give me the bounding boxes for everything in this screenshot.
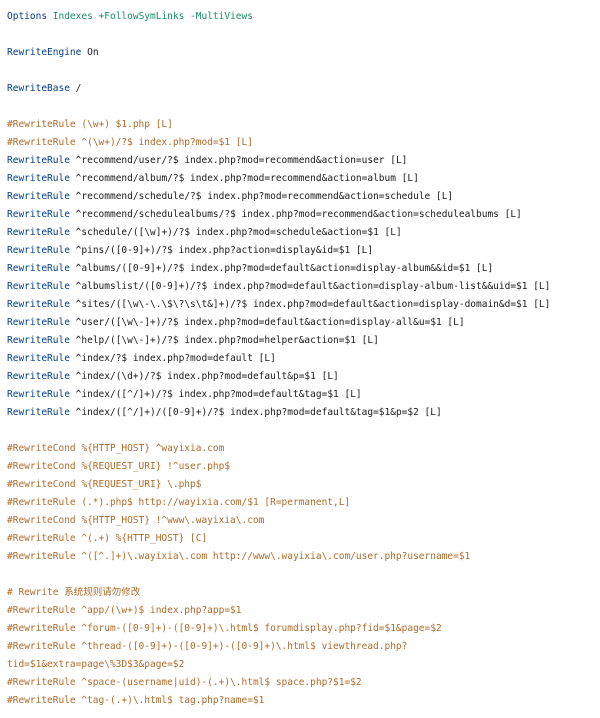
comment-line: #RewriteRule (.*).php$ http://wayixia.co… bbox=[7, 494, 600, 512]
directive-line: RewriteRule ^recommend/schedulealbums/?$… bbox=[7, 206, 600, 224]
directive-line: RewriteRule ^schedule/([\w]+)/?$ index.p… bbox=[7, 224, 600, 242]
directive-keyword: RewriteRule bbox=[7, 209, 70, 220]
directive-arguments: ^sites/([\w\-\.\$\?\s\t&]+)/?$ index.php… bbox=[75, 299, 551, 310]
directive-keyword: RewriteRule bbox=[7, 299, 70, 310]
directive-arguments: ^index/?$ index.php?mod=default [L] bbox=[75, 353, 276, 364]
directive-line: RewriteRule ^index/([^/]+)/([0-9]+)/?$ i… bbox=[7, 404, 600, 422]
directive-keyword: RewriteRule bbox=[7, 407, 70, 418]
directive-line: RewriteRule ^albums/([0-9]+)/?$ index.ph… bbox=[7, 260, 600, 278]
directive-keyword: RewriteRule bbox=[7, 173, 70, 184]
directive-keyword: RewriteRule bbox=[7, 335, 70, 346]
directive-arguments: ^albums/([0-9]+)/?$ index.php?mod=defaul… bbox=[75, 263, 494, 274]
directive-keyword: Options bbox=[7, 11, 48, 22]
directive-keyword: RewriteBase bbox=[7, 83, 70, 94]
comment-line: #RewriteCond %{REQUEST_URI} \.php$ bbox=[7, 476, 600, 494]
comment-text: #RewriteRule ^app/(\w+)$ index.php?app=$… bbox=[7, 605, 242, 616]
directive-line: RewriteRule ^index/(\d+)/?$ index.php?mo… bbox=[7, 368, 600, 386]
directive-keyword: RewriteRule bbox=[7, 389, 70, 400]
directive-line: RewriteBase / bbox=[7, 80, 600, 98]
directive-arguments: ^user/([\w\-]+)/?$ index.php?mod=default… bbox=[75, 317, 465, 328]
comment-text: #RewriteRule ^forum-([0-9]+)-([0-9]+)\.h… bbox=[7, 623, 442, 634]
comment-line: #RewriteRule ^app/(\w+)$ index.php?app=$… bbox=[7, 602, 600, 620]
directive-arguments: ^recommend/user/?$ index.php?mod=recomme… bbox=[75, 155, 408, 166]
directive-keyword: RewriteRule bbox=[7, 353, 70, 364]
comment-text: #RewriteCond %{REQUEST_URI} \.php$ bbox=[7, 479, 202, 490]
directive-arguments: ^index/([^/]+)/?$ index.php?mod=default&… bbox=[75, 389, 362, 400]
directive-keyword: RewriteRule bbox=[7, 263, 70, 274]
directive-line: RewriteRule ^index/([^/]+)/?$ index.php?… bbox=[7, 386, 600, 404]
comment-text: #RewriteRule ^(.+) %{HTTP_HOST} [C] bbox=[7, 533, 208, 544]
directive-keyword: RewriteRule bbox=[7, 317, 70, 328]
directive-line: RewriteRule ^recommend/schedule/?$ index… bbox=[7, 188, 600, 206]
blank-line bbox=[7, 98, 600, 116]
directive-line: RewriteRule ^help/([\w\-]+)/?$ index.php… bbox=[7, 332, 600, 350]
directive-line: RewriteRule ^sites/([\w\-\.\$\?\s\t&]+)/… bbox=[7, 296, 600, 314]
comment-line: #RewriteCond %{REQUEST_URI} !^user.php$ bbox=[7, 458, 600, 476]
comment-text: tid=$1&extra=page\%3D$3&page=$2 bbox=[7, 659, 185, 670]
comment-line: #RewriteRule ^(\w+)/?$ index.php?mod=$1 … bbox=[7, 134, 600, 152]
directive-arguments: ^schedule/([\w]+)/?$ index.php?mod=sched… bbox=[75, 227, 402, 238]
directive-keyword: RewriteRule bbox=[7, 245, 70, 256]
directive-arguments: ^recommend/schedulealbums/?$ index.php?m… bbox=[75, 209, 522, 220]
comment-text: #RewriteRule ^thread-([0-9]+)-([0-9]+)-(… bbox=[7, 641, 408, 652]
comment-text: # Rewrite 系统规则请勿修改 bbox=[7, 587, 141, 598]
comment-line: #RewriteRule ^([^.]+)\.wayixia\.com http… bbox=[7, 548, 600, 566]
directive-arguments: On bbox=[87, 47, 99, 58]
comment-text: #RewriteCond %{HTTP_HOST} !^www\.wayixia… bbox=[7, 515, 265, 526]
directive-arguments: ^albumslist/([0-9]+)/?$ index.php?mod=de… bbox=[75, 281, 551, 292]
directive-line: RewriteRule ^user/([\w\-]+)/?$ index.php… bbox=[7, 314, 600, 332]
comment-text: #RewriteRule ^(\w+)/?$ index.php?mod=$1 … bbox=[7, 137, 253, 148]
comment-text: #RewriteRule ^([^.]+)\.wayixia\.com http… bbox=[7, 551, 471, 562]
comment-line: #RewriteRule ^forum-([0-9]+)-([0-9]+)\.h… bbox=[7, 620, 600, 638]
directive-keyword: RewriteEngine bbox=[7, 47, 82, 58]
comment-text: #RewriteRule (.*).php$ http://wayixia.co… bbox=[7, 497, 351, 508]
comment-text: #RewriteRule (\w+) $1.php [L] bbox=[7, 119, 173, 130]
directive-line: RewriteRule ^recommend/album/?$ index.ph… bbox=[7, 170, 600, 188]
comment-text: #RewriteRule ^tag-(.+)\.html$ tag.php?na… bbox=[7, 695, 265, 706]
directive-keyword: RewriteRule bbox=[7, 371, 70, 382]
blank-line bbox=[7, 62, 600, 80]
comment-line: #RewriteRule ^(.+) %{HTTP_HOST} [C] bbox=[7, 530, 600, 548]
directive-keyword: RewriteRule bbox=[7, 155, 70, 166]
directive-arguments: Indexes +FollowSymLinks -MultiViews bbox=[52, 11, 253, 22]
directive-keyword: RewriteRule bbox=[7, 191, 70, 202]
blank-line bbox=[7, 422, 600, 440]
directive-line: RewriteRule ^pins/([0-9]+)/?$ index.php?… bbox=[7, 242, 600, 260]
directive-line: RewriteEngine On bbox=[7, 44, 600, 62]
comment-line: #RewriteCond %{HTTP_HOST} ^wayixia.com bbox=[7, 440, 600, 458]
comment-line: #RewriteCond %{HTTP_HOST} !^www\.wayixia… bbox=[7, 512, 600, 530]
directive-line: RewriteRule ^index/?$ index.php?mod=defa… bbox=[7, 350, 600, 368]
directive-keyword: RewriteRule bbox=[7, 227, 70, 238]
directive-arguments: / bbox=[75, 83, 82, 94]
blank-line bbox=[7, 26, 600, 44]
comment-line: # Rewrite 系统规则请勿修改 bbox=[7, 584, 600, 602]
comment-line: #RewriteRule ^thread-([0-9]+)-([0-9]+)-(… bbox=[7, 638, 600, 656]
comment-text: #RewriteRule ^space-(username|uid)-(.+)\… bbox=[7, 677, 362, 688]
blank-line bbox=[7, 566, 600, 584]
comment-line: #RewriteRule (\w+) $1.php [L] bbox=[7, 116, 600, 134]
comment-line: tid=$1&extra=page\%3D$3&page=$2 bbox=[7, 656, 600, 674]
directive-arguments: ^index/(\d+)/?$ index.php?mod=default&p=… bbox=[75, 371, 339, 382]
directive-arguments: ^recommend/schedule/?$ index.php?mod=rec… bbox=[75, 191, 454, 202]
directive-line: RewriteRule ^albumslist/([0-9]+)/?$ inde… bbox=[7, 278, 600, 296]
directive-arguments: ^recommend/album/?$ index.php?mod=recomm… bbox=[75, 173, 419, 184]
directive-arguments: ^index/([^/]+)/([0-9]+)/?$ index.php?mod… bbox=[75, 407, 442, 418]
directive-arguments: ^pins/([0-9]+)/?$ index.php?action=displ… bbox=[75, 245, 374, 256]
comment-text: #RewriteCond %{REQUEST_URI} !^user.php$ bbox=[7, 461, 231, 472]
comment-line: #RewriteRule ^tag-(.+)\.html$ tag.php?na… bbox=[7, 692, 600, 710]
comment-line: #RewriteRule ^space-(username|uid)-(.+)\… bbox=[7, 674, 600, 692]
comment-text: #RewriteCond %{HTTP_HOST} ^wayixia.com bbox=[7, 443, 225, 454]
directive-line: RewriteRule ^recommend/user/?$ index.php… bbox=[7, 152, 600, 170]
directive-arguments: ^help/([\w\-]+)/?$ index.php?mod=helper&… bbox=[75, 335, 379, 346]
directive-keyword: RewriteRule bbox=[7, 281, 70, 292]
directive-line: Options Indexes +FollowSymLinks -MultiVi… bbox=[7, 8, 600, 26]
